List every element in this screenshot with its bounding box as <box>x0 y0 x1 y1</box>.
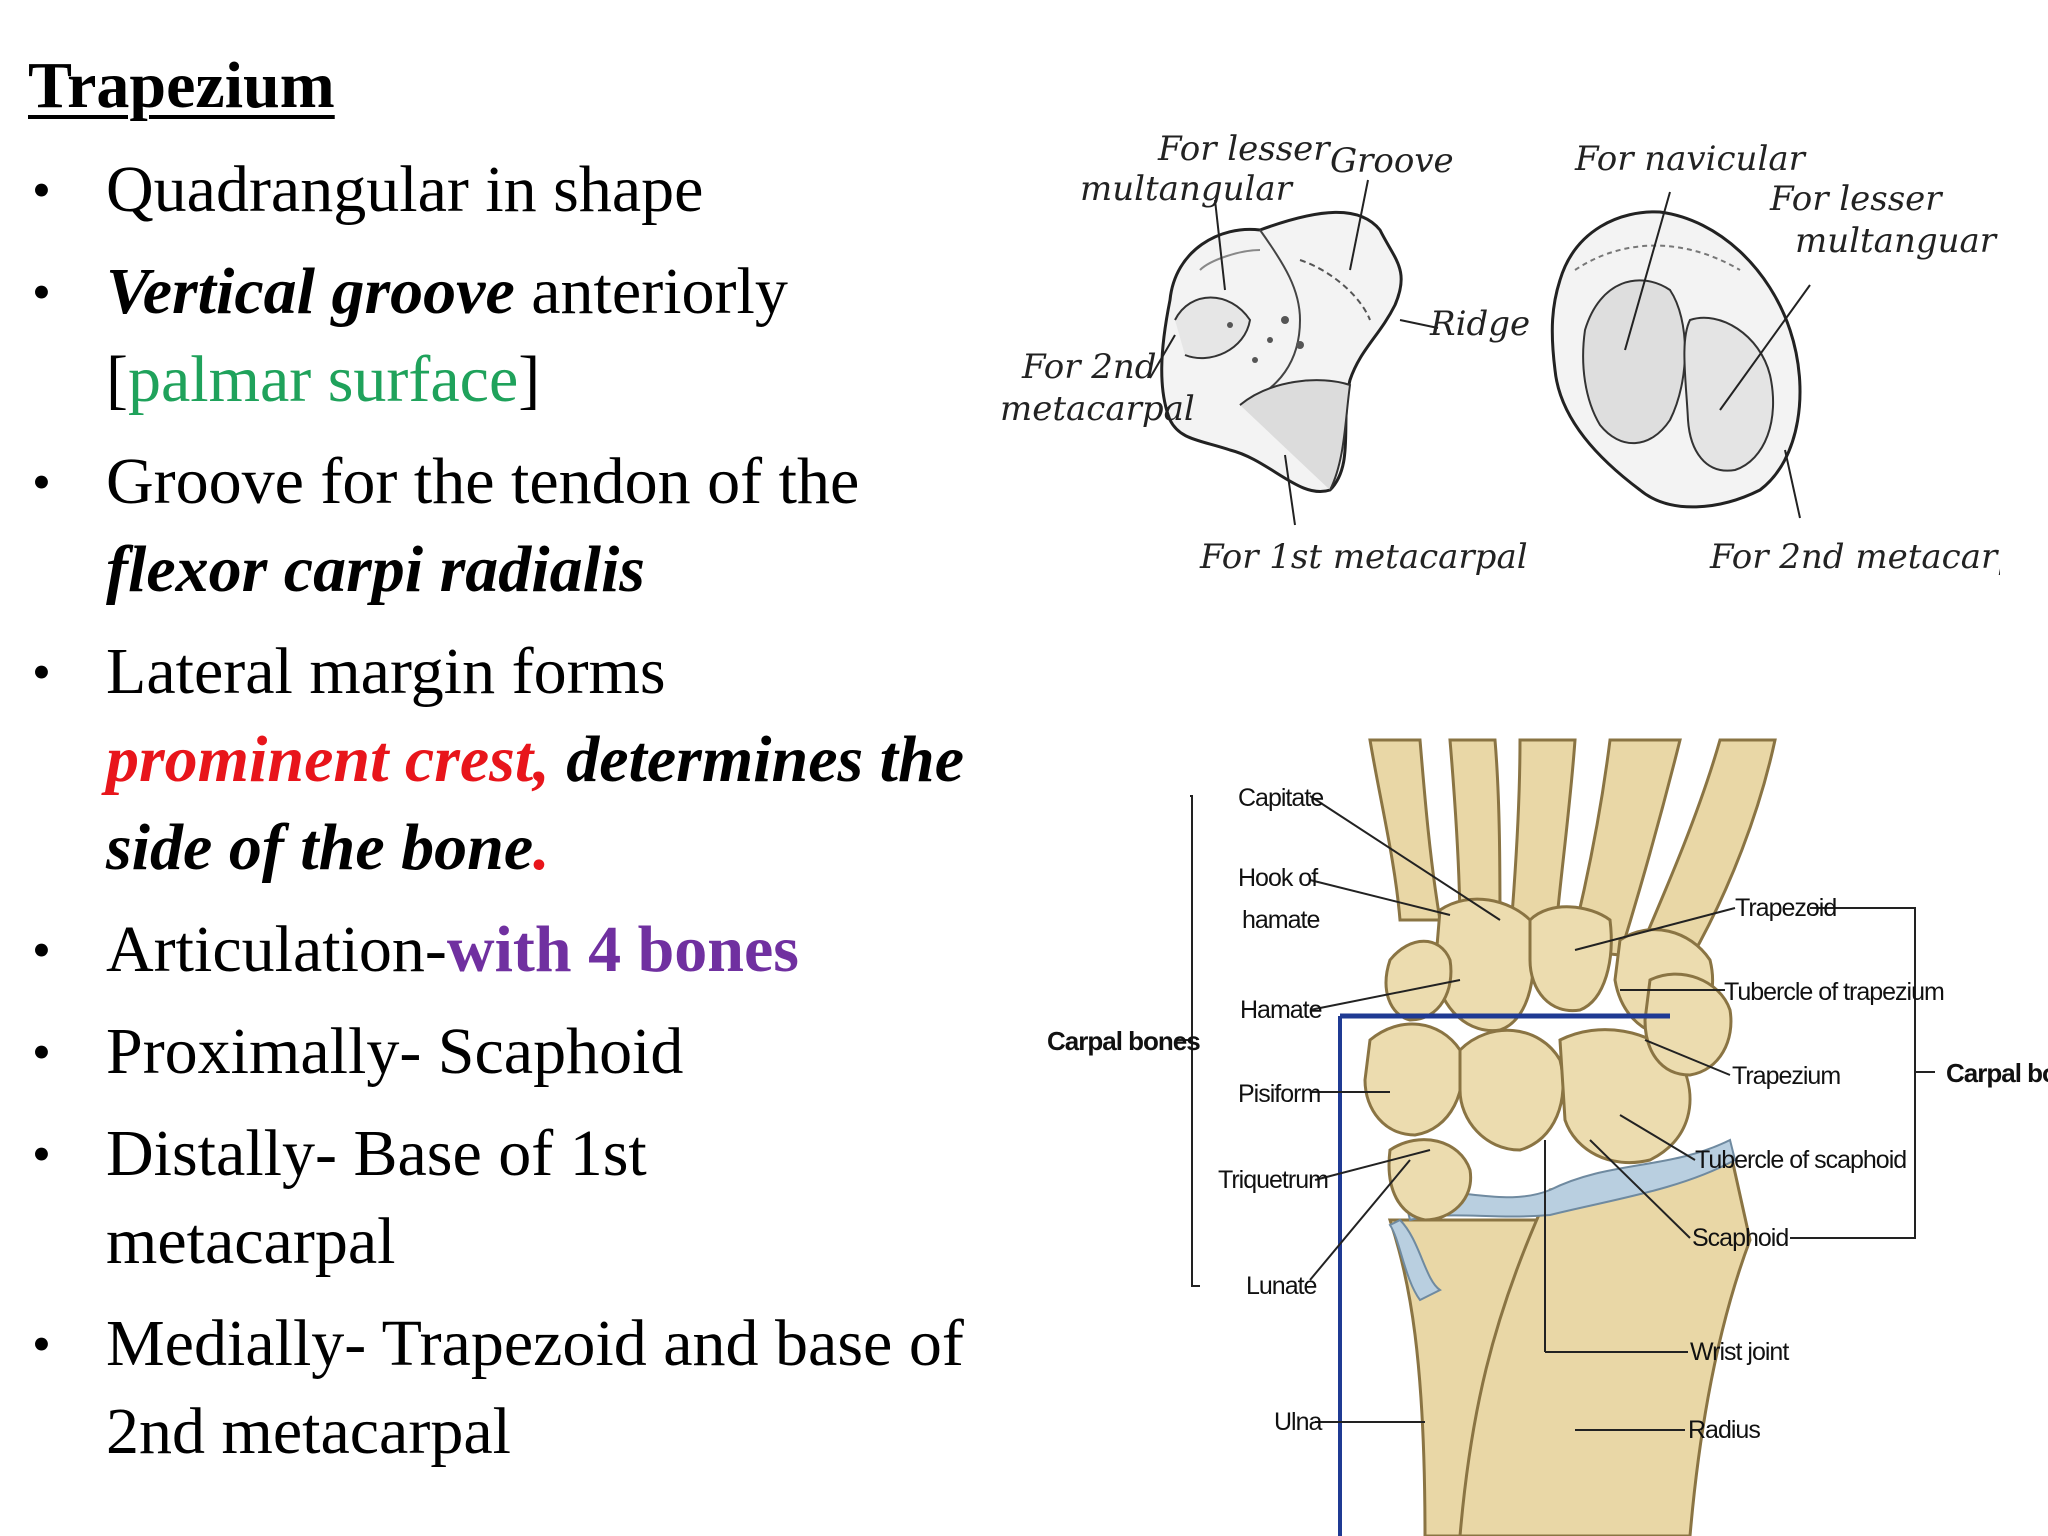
four-bones-text: with 4 bones <box>446 913 799 986</box>
palmar-surface-text: palmar surface <box>127 343 519 416</box>
left-bone-drawing <box>1160 210 1403 494</box>
left-bone-leaders <box>1149 179 1439 526</box>
label-right-lesser-2: multanguar <box>1795 221 1998 261</box>
label-trapezoid: Trapezoid <box>1735 894 1836 922</box>
label-for-2nd-metacarpal-1: For 2nd <box>1021 347 1157 387</box>
label-ridge: Ridge <box>1429 304 1530 344</box>
label-hook-of-hamate-1: Hook of <box>1238 864 1318 892</box>
label-for-1st-metacarpal: For 1st metacarpal <box>1199 537 1528 577</box>
label-tubercle-of-trapezium: Tubercle of trapezium <box>1724 978 1944 1006</box>
slide-title: Trapezium <box>28 49 335 122</box>
carpal-bones-figure: Capitate Hook of hamate Hamate Pisiform … <box>1047 738 2048 1536</box>
right-bone-drawing <box>1550 210 1802 509</box>
bullet-text: Quadrangular in shape <box>106 153 704 226</box>
label-groove: Groove <box>1330 141 1454 181</box>
bullet-lateral-margin: • Lateral margin forms prominent crest, de… <box>28 628 1008 892</box>
label-hook-of-hamate-2: hamate <box>1242 906 1319 934</box>
bullet-text: Proximally- Scaphoid <box>106 1015 684 1088</box>
bullet-vertical-groove: • Vertical groove anteriorly [palmar surfa… <box>28 248 1008 424</box>
bullet-text: Lateral margin forms <box>106 635 666 708</box>
bullet-dot-icon: • <box>32 160 51 220</box>
bullet-text: Articulation- <box>106 913 447 986</box>
bullet-dot-icon: • <box>32 920 51 980</box>
carpal-left-leaders <box>1175 795 1501 1423</box>
bullet-list: • Quadrangular in shape • Vertical groove … <box>28 146 1008 1490</box>
bracket-close: ] <box>518 343 541 416</box>
bullet-shape: • Quadrangular in shape <box>28 146 1008 234</box>
label-tubercle-of-scaphoid: Tubercle of scaphoid <box>1695 1146 1906 1174</box>
label-trapezium: Trapezium <box>1732 1062 1840 1090</box>
bullet-fcr-groove: • Groove for the tendon of the flexor carp… <box>28 438 1008 614</box>
label-capitate: Capitate <box>1238 784 1323 812</box>
bullet-dot-icon: • <box>32 642 51 702</box>
trapezium-bone-figure: For lesser multangular Groove Ridge For … <box>1000 129 2000 577</box>
wrist-illustration <box>1338 738 1777 1536</box>
emphasis-side-of-bone: determines the side of the bone <box>106 723 965 884</box>
right-bone-leaders <box>1624 191 1811 519</box>
bullet-text: anteriorly <box>514 255 788 328</box>
emphasis-vertical-groove: Vertical groove <box>106 255 515 328</box>
bullet-text: Groove for the tendon of the <box>106 445 860 518</box>
prominent-crest-text: prominent crest, <box>106 723 550 796</box>
label-right-lesser-1: For lesser <box>1769 179 1943 219</box>
red-period: . <box>533 811 550 884</box>
bracket-open: [ <box>106 343 128 416</box>
bullet-text: Distally- Base of 1st metacarpal <box>106 1117 647 1278</box>
bullet-dot-icon: • <box>32 1124 51 1184</box>
bullet-text: Medially- Trapezoid and base of 2nd meta… <box>106 1307 964 1468</box>
label-pisiform: Pisiform <box>1238 1080 1320 1108</box>
label-for-navicular: For navicular <box>1574 139 1807 179</box>
label-carpal-bones-right: Carpal bones <box>1946 1058 2048 1088</box>
bullet-dot-icon: • <box>32 1022 51 1082</box>
bullet-dot-icon: • <box>32 1314 51 1374</box>
label-for-lesser-multangular-1: For lesser <box>1157 129 1331 169</box>
emphasis-fcr: flexor carpi radialis <box>106 533 645 606</box>
label-radius: Radius <box>1688 1416 1760 1444</box>
bullet-dot-icon: • <box>32 452 51 512</box>
bullet-proximally: • Proximally- Scaphoid <box>28 1008 1008 1096</box>
bullet-medially: • Medially- Trapezoid and base of 2nd met… <box>28 1300 1008 1476</box>
label-scaphoid: Scaphoid <box>1692 1224 1788 1252</box>
label-right-for-2nd-metacarpal: For 2nd metacarpal <box>1709 537 2000 577</box>
label-wrist-joint: Wrist joint <box>1690 1338 1789 1366</box>
label-ulna: Ulna <box>1274 1408 1323 1436</box>
label-carpal-bones-left: Carpal bones <box>1047 1026 1200 1056</box>
bullet-articulation: • Articulation-with 4 bones <box>28 906 1008 994</box>
label-lunate: Lunate <box>1246 1272 1317 1300</box>
label-hamate: Hamate <box>1240 996 1322 1024</box>
bullet-dot-icon: • <box>32 262 51 322</box>
label-triquetrum: Triquetrum <box>1218 1166 1328 1194</box>
carpal-right-leaders <box>1544 907 1935 1431</box>
label-for-2nd-metacarpal-2: metacarpal <box>1000 389 1195 429</box>
label-for-lesser-multangular-2: multangular <box>1080 169 1294 209</box>
bullet-distally: • Distally- Base of 1st metacarpal <box>28 1110 1008 1286</box>
